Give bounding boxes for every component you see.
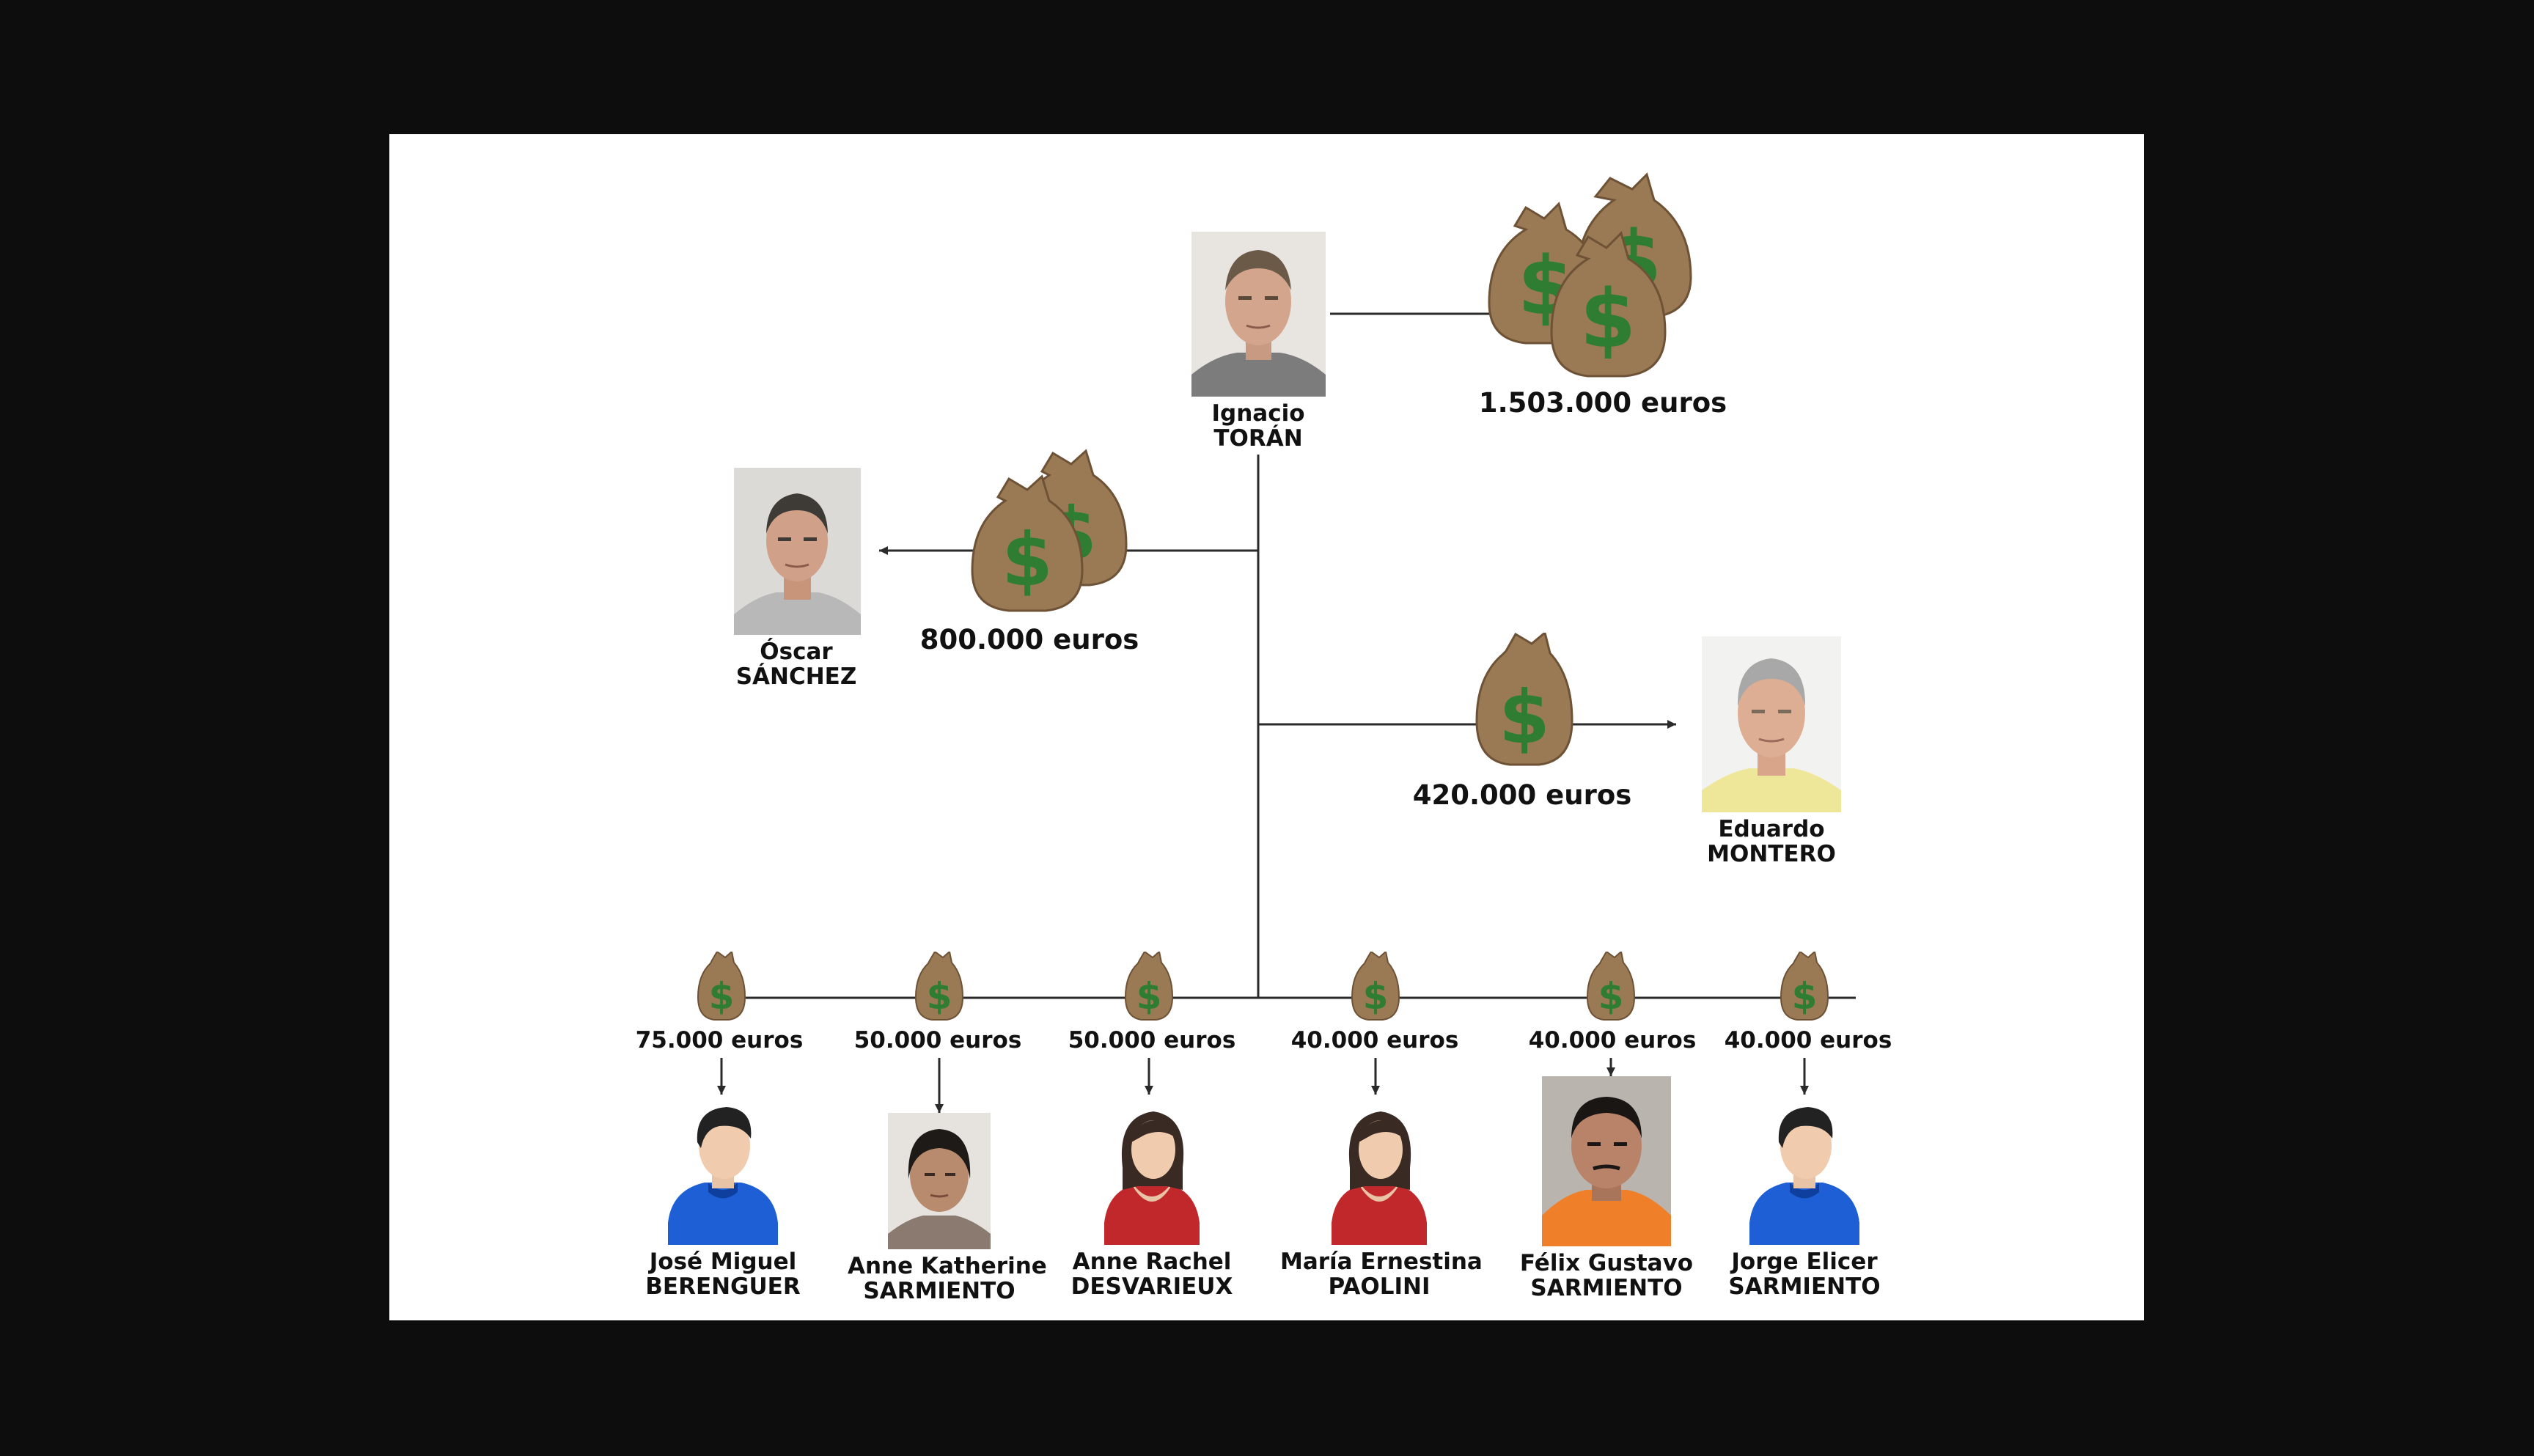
member-2-node: Anne Katherine SARMIENTO <box>848 1113 1047 1304</box>
leader-money-bags-icon: $ $ $ <box>1488 172 1692 378</box>
member-1-last-name: BERENGUER <box>645 1273 801 1300</box>
member-6-first-name: Jorge Elicer <box>1731 1249 1878 1275</box>
diagram-canvas: Ignacio TORÁN $ $ $ 1.503.000 euros <box>389 134 2144 1320</box>
member-6-amount: 40.000 euros <box>1724 1027 1892 1054</box>
member-5-first-name: Félix Gustavo <box>1519 1250 1694 1276</box>
member-6-last-name: SARMIENTO <box>1728 1273 1881 1300</box>
svg-text:$: $ <box>1580 272 1637 366</box>
lieutenant-eduardo-node: Eduardo MONTERO <box>1680 636 1863 867</box>
eduardo-amount: 420.000 euros <box>1412 779 1632 811</box>
lieutenant-oscar-node: Óscar SÁNCHEZ <box>734 468 861 690</box>
money-bag-icon: $ <box>971 474 1084 612</box>
svg-text:$: $ <box>1136 975 1162 1018</box>
member-5-last-name: SARMIENTO <box>1530 1275 1683 1301</box>
oscar-last-name: SÁNCHEZ <box>735 663 857 690</box>
svg-text:$: $ <box>1499 674 1550 760</box>
member-1-node: José Miguel BERENGUER <box>631 1098 815 1299</box>
member-3-node: Anne Rachel DESVARIEUX <box>1060 1098 1244 1299</box>
svg-text:$: $ <box>1792 975 1818 1018</box>
svg-text:$: $ <box>1598 975 1624 1018</box>
member-1-amount: 75.000 euros <box>635 1027 804 1054</box>
oscar-photo <box>734 468 861 635</box>
member-5-money-bag-icon: $ <box>1586 952 1636 1021</box>
leader-amount: 1.503.000 euros <box>1478 387 1727 419</box>
member-3-money-bag-icon: $ <box>1124 952 1174 1021</box>
oscar-amount: 800.000 euros <box>919 624 1139 655</box>
member-2-last-name: SARMIENTO <box>863 1278 1016 1304</box>
member-6-money-bag-icon: $ <box>1780 952 1829 1021</box>
eduardo-first-name: Eduardo <box>1718 816 1825 842</box>
eduardo-photo <box>1702 636 1841 812</box>
eduardo-last-name: MONTERO <box>1707 841 1836 867</box>
svg-text:$: $ <box>927 975 952 1018</box>
leader-first-name: Ignacio <box>1211 400 1305 427</box>
leader-node: Ignacio TORÁN <box>1181 232 1335 451</box>
member-4-money-bag-icon: $ <box>1351 952 1400 1021</box>
member-2-first-name: Anne Katherine <box>848 1253 1047 1279</box>
svg-text:$: $ <box>709 975 735 1018</box>
member-1-money-bag-icon: $ <box>697 952 746 1021</box>
member-5-node: Félix Gustavo SARMIENTO <box>1515 1076 1698 1301</box>
member-3-last-name: DESVARIEUX <box>1070 1273 1233 1300</box>
money-bag-icon: $ <box>1550 231 1667 378</box>
female-avatar-icon <box>1104 1111 1200 1245</box>
male-avatar-icon <box>668 1107 778 1245</box>
member-2-photo <box>888 1113 991 1249</box>
member-5-amount: 40.000 euros <box>1528 1027 1697 1054</box>
member-1-first-name: José Miguel <box>649 1249 797 1275</box>
eduardo-money-bag-icon: $ <box>1475 633 1573 766</box>
leader-last-name: TORÁN <box>1213 425 1303 452</box>
member-4-amount: 40.000 euros <box>1290 1027 1459 1054</box>
leader-photo <box>1191 232 1326 397</box>
member-4-first-name: María Ernestina <box>1280 1249 1483 1275</box>
female-avatar-icon <box>1332 1111 1427 1245</box>
member-3-first-name: Anne Rachel <box>1072 1249 1232 1275</box>
member-5-photo <box>1542 1076 1671 1246</box>
oscar-money-bags-icon: $ $ <box>971 449 1128 612</box>
member-2-amount: 50.000 euros <box>853 1027 1022 1054</box>
member-6-node: Jorge Elicer SARMIENTO <box>1713 1098 1896 1299</box>
svg-text:$: $ <box>1002 517 1053 603</box>
member-4-last-name: PAOLINI <box>1328 1273 1431 1300</box>
member-3-amount: 50.000 euros <box>1068 1027 1236 1054</box>
svg-text:$: $ <box>1363 975 1389 1018</box>
male-avatar-icon <box>1749 1107 1859 1245</box>
member-2-money-bag-icon: $ <box>914 952 964 1021</box>
member-4-node: María Ernestina PAOLINI <box>1280 1098 1483 1300</box>
oscar-first-name: Óscar <box>760 639 833 665</box>
